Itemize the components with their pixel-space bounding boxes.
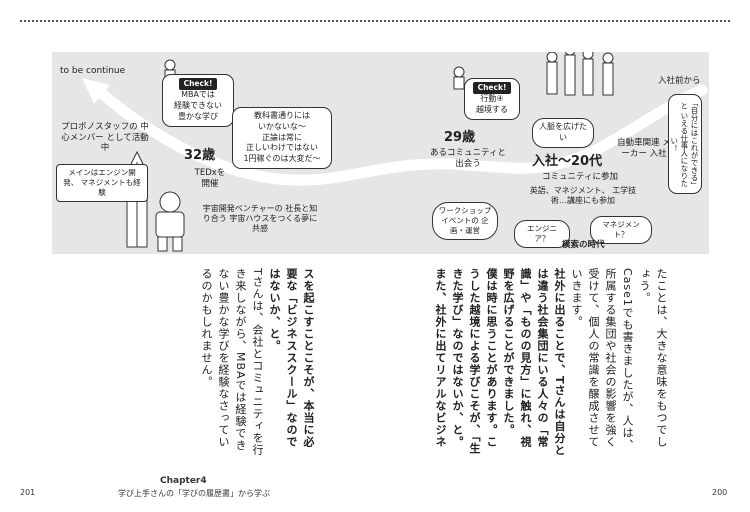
body-text-left: スを起こすことこそが、本当に必要な「ビジネススクール」なのではないか、と。 Tさ… xyxy=(200,268,315,456)
person-icon-2 xyxy=(453,66,465,90)
astronaut-icon xyxy=(155,191,185,252)
people-group-icon xyxy=(546,52,614,96)
stage-community-age: 29歳 xyxy=(444,130,476,145)
check-badge: Check! xyxy=(472,82,512,95)
top-dotted-rule xyxy=(20,20,730,22)
stage-volunteer: プロボノスタッフの 中心メンバー として活動中 xyxy=(61,122,149,154)
stage-tedx-label: TEDxを 開催 xyxy=(194,168,226,189)
left-check-callout: Check! MBAでは 経験できない 豊かな学び xyxy=(162,74,234,127)
bubble-management: マネジメント？ xyxy=(590,216,652,245)
stage-tedx-age: 32歳 xyxy=(184,148,216,163)
center-callout: 教科書通りには いかないな～ 正論は常に 正しいわけではない 1円稼ぐのは大変だ… xyxy=(232,107,332,169)
chapter-subtitle: 学び上手さんの「学びの履歴書」から学ぶ xyxy=(118,489,270,498)
stage-workshop: ワークショップ イベントの 企画・運営 xyxy=(432,202,498,241)
chapter-label: Chapter4 xyxy=(160,476,207,486)
stage-company-join: 自動車関連 メーカー 入社 xyxy=(617,138,671,159)
body-text-right: たことは、大きな意味をもつでしょう。 Case1でも書きましたが、人は、所属する… xyxy=(434,268,668,457)
career-goal-quote: 「自分にはこれができる」と いえる仕事人になりたい！ xyxy=(668,94,702,194)
page-number-left: 201 xyxy=(20,488,36,497)
stage-community-label: あるコミュニティと 出会う xyxy=(430,148,506,169)
continue-label: to be continue xyxy=(60,66,126,76)
people-callout: 人脈を広げたい xyxy=(532,118,594,148)
stage-join-label: コミュニティに参加 xyxy=(542,172,618,182)
stage-join-note: 英語、マネジメント、 工学技術…講座にも参加 xyxy=(529,186,637,205)
era-label: 模索の時代 xyxy=(562,240,605,250)
stage-before-join: 入社前から xyxy=(658,76,701,86)
right-check-callout: Check! 行動④ 越境する xyxy=(464,78,520,120)
page-number-right: 200 xyxy=(712,488,728,497)
bubble-engineer: エンジニア？ xyxy=(514,220,570,249)
stage-volunteer-note: メインはエンジン開発、 マネジメントも経験 xyxy=(56,164,148,203)
stage-space-note: 宇宙開発ベンチャーの 社長と知り合う 宇宙ハウスをつくる夢に共感 xyxy=(202,204,318,233)
check-badge: Check! xyxy=(178,78,218,91)
stage-join-age: 入社～20代 xyxy=(532,154,603,169)
career-diagram: to be continue Check! MBAでは 経験できない 豊かな学び… xyxy=(52,52,709,254)
